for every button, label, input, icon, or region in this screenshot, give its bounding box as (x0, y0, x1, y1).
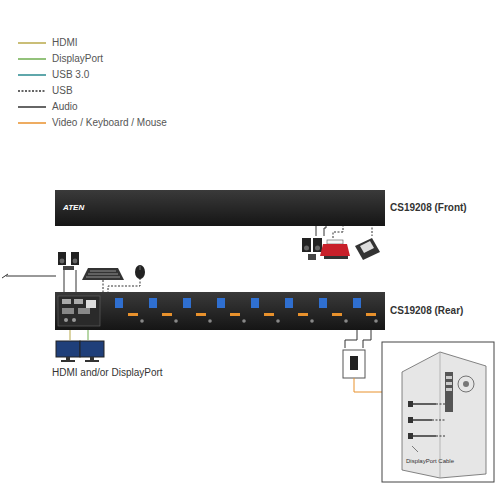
model-label: CS19208 (Rear) (390, 305, 463, 317)
legend-text: Audio (52, 101, 78, 113)
legend-text: USB (52, 85, 73, 97)
speaker-icon (302, 238, 322, 260)
speakers-mic-icon (58, 252, 79, 270)
connection-label: HDMI and/or DisplayPort (52, 367, 163, 379)
mouse-icon (135, 265, 145, 279)
monitor-icons (56, 341, 104, 362)
computer-cabling (343, 330, 382, 392)
legend-text: Video / Keyboard / Mouse (52, 117, 167, 129)
rear-device (55, 292, 385, 330)
legend-text: HDMI (52, 37, 78, 49)
computer-panel (382, 342, 494, 482)
front-device: ATEN (55, 190, 385, 226)
printer-icon (320, 240, 350, 259)
model-label: CS19208 (Front) (390, 202, 467, 214)
keyboard-icon (82, 268, 124, 280)
card-reader-icon (355, 238, 380, 260)
legend-text: DisplayPort (52, 53, 103, 65)
rear-ports (58, 296, 378, 326)
cable-label: DisplayPort Cable (406, 458, 454, 465)
legend-samples (18, 43, 46, 123)
brand-logo: ATEN (63, 203, 84, 212)
legend-text: USB 3.0 (52, 69, 89, 81)
